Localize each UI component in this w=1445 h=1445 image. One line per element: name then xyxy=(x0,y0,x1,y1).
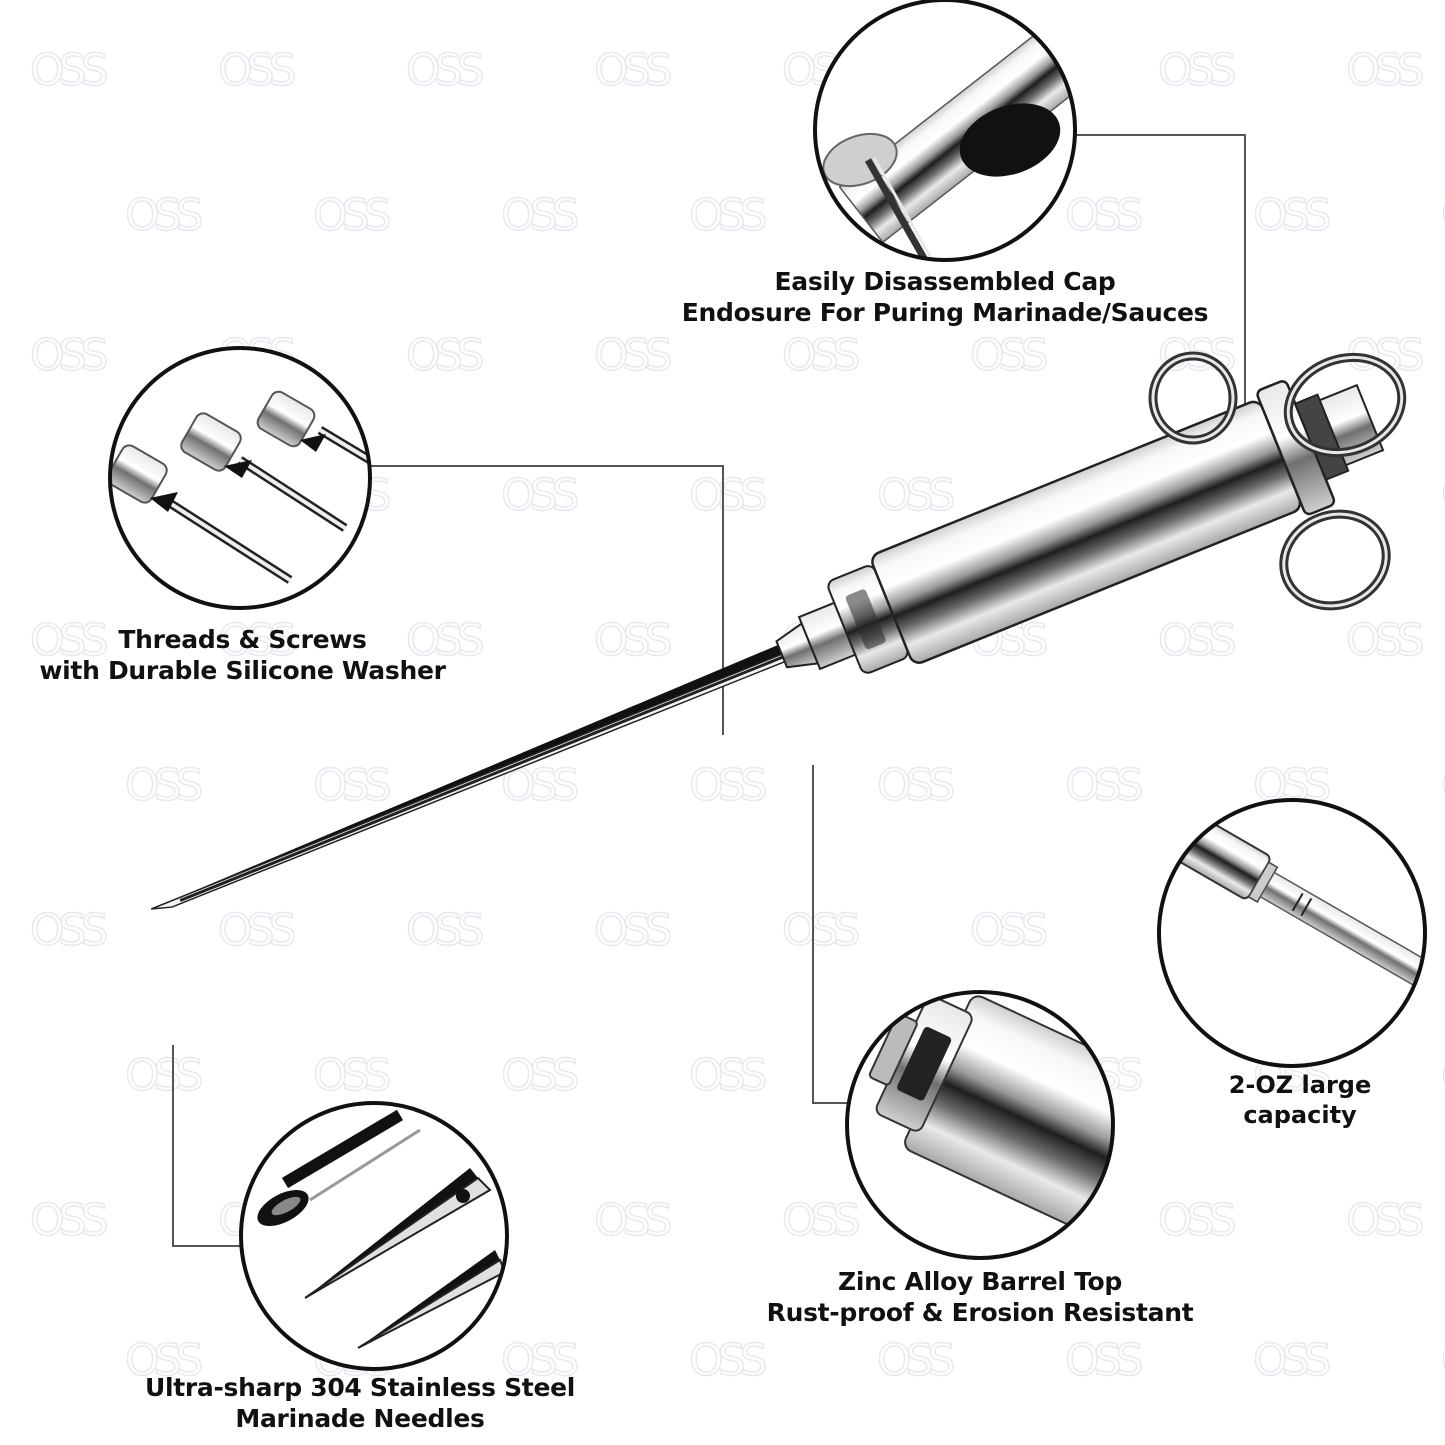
callout-barrel-top-line1: Zinc Alloy Barrel Top xyxy=(838,1267,1122,1296)
threaded-needle-3 xyxy=(256,390,370,464)
callout-threads-line1: Threads & Screws xyxy=(118,625,367,654)
callout-needles-label: Ultra-sharp 304 Stainless Steel Marinade… xyxy=(100,1372,620,1435)
callout-capacity-line1: 2-OZ large xyxy=(1228,1071,1372,1099)
callout-cap-line2: Endosure For Puring Marinade/Sauces xyxy=(681,298,1209,328)
callout-cap-line1: Easily Disassembled Cap xyxy=(774,267,1116,296)
detail-circle-barrel-top xyxy=(845,990,1115,1260)
needle-tip-1 xyxy=(257,1109,421,1227)
barrel xyxy=(871,400,1302,664)
callout-barrel-top-label: Zinc Alloy Barrel Top Rust-proof & Erosi… xyxy=(725,1266,1235,1329)
detail-circle-threads xyxy=(108,346,372,610)
callout-capacity-line2: capacity xyxy=(1243,1101,1357,1129)
needle-tip-2 xyxy=(304,1168,492,1299)
callout-needles-line1: Ultra-sharp 304 Stainless Steel xyxy=(144,1373,576,1402)
callout-barrel-top-line2: Rust-proof & Erosion Resistant xyxy=(766,1298,1194,1328)
callout-threads-label: Threads & Screws with Durable Silicone W… xyxy=(0,624,485,687)
callout-threads-line2: with Durable Silicone Washer xyxy=(39,656,446,686)
connector-threads xyxy=(370,465,724,735)
detail-circle-capacity xyxy=(1157,798,1427,1068)
needle-hub xyxy=(775,601,857,671)
threaded-needle-2 xyxy=(180,412,348,532)
connector-lines xyxy=(172,134,1246,1247)
threaded-needle-1 xyxy=(110,444,293,584)
syringe xyxy=(150,380,1385,910)
callout-cap-label: Easily Disassembled Cap Endosure For Pur… xyxy=(650,266,1240,329)
needle xyxy=(150,644,786,910)
finger-rings-highlight xyxy=(1151,354,1404,608)
callout-capacity-label: 2-OZ large capacity xyxy=(1205,1070,1395,1130)
callout-needles-line2: Marinade Needles xyxy=(235,1404,485,1434)
connector-cap xyxy=(1075,134,1246,440)
connector-needles xyxy=(172,1045,243,1247)
detail-circle-needles xyxy=(239,1101,509,1371)
detail-circle-cap xyxy=(813,0,1077,262)
connector-barrel-top xyxy=(812,765,860,1104)
